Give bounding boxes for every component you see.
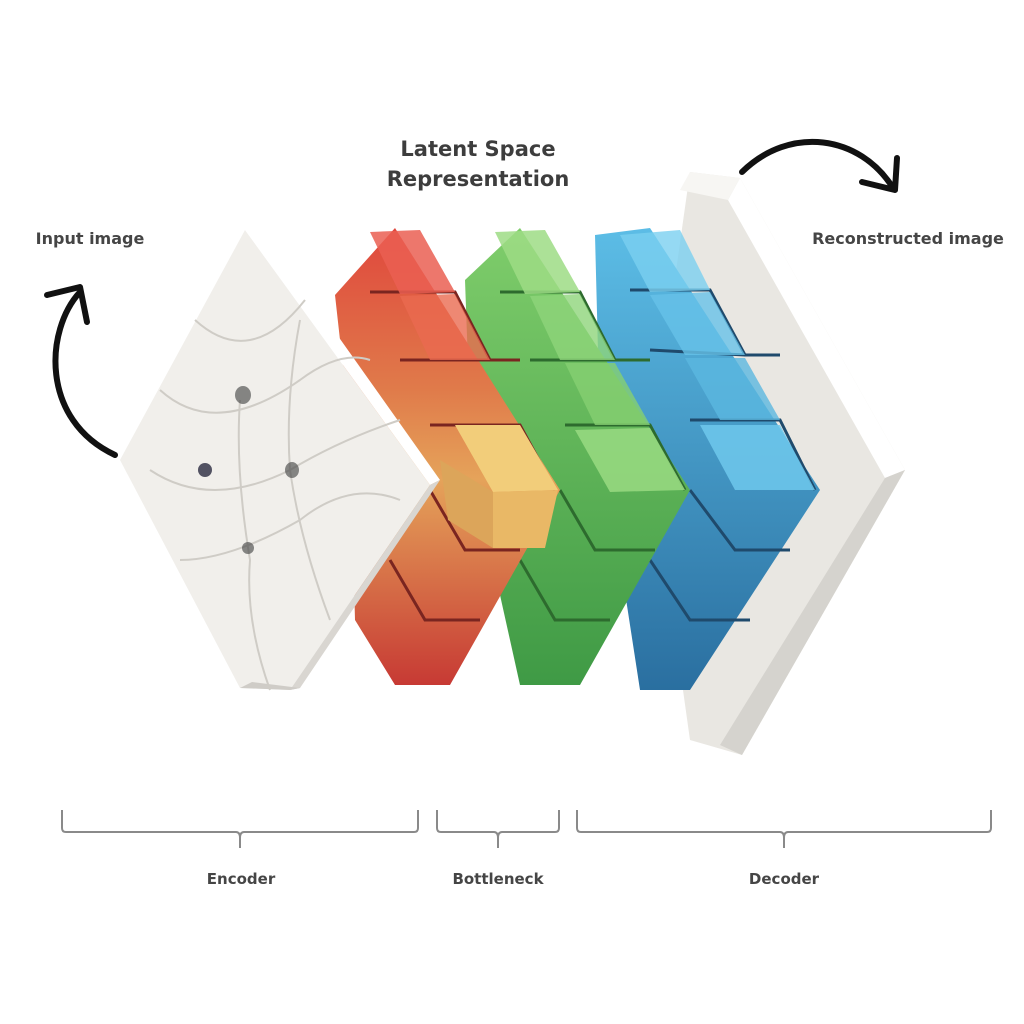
input-image-slab — [120, 226, 440, 691]
decoder-bracket — [576, 810, 992, 848]
curved-arrow-down-right-icon-head — [859, 155, 900, 193]
curved-arrow-down-right-icon — [739, 139, 896, 191]
decoder-blue-blocks — [595, 228, 820, 690]
reconstructed-image-label: Reconstructed image — [812, 229, 1004, 248]
encoder-label: Encoder — [207, 870, 276, 888]
input-image-label: Input image — [36, 229, 145, 248]
curved-arrow-up-icon — [52, 289, 118, 458]
bottleneck-label: Bottleneck — [452, 870, 544, 888]
curved-arrow-up-icon-head — [44, 284, 90, 325]
decoder-label: Decoder — [749, 870, 820, 888]
encoder-red-blocks — [335, 228, 560, 685]
diagram-title-line2: Representation — [387, 167, 570, 191]
encoder-bracket — [61, 810, 419, 848]
bottleneck-green-blocks — [465, 228, 690, 685]
diagram-title-line1: Latent Space — [400, 137, 555, 161]
bottleneck-bracket — [436, 810, 560, 848]
